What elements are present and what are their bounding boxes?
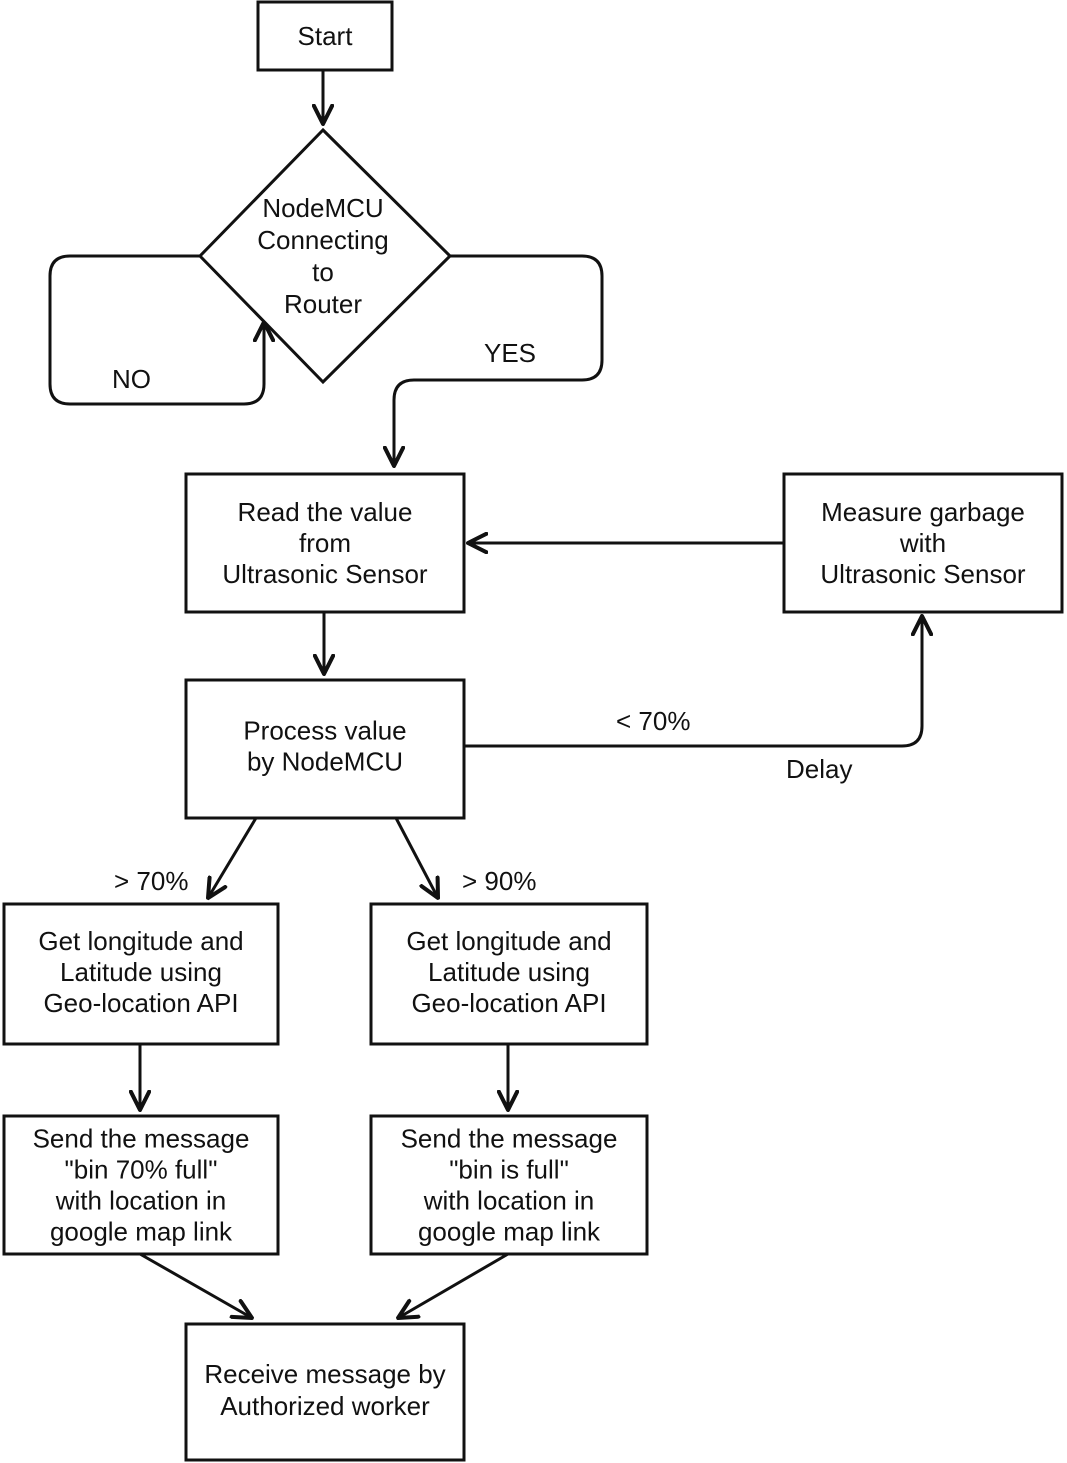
node-label-line: Send the message xyxy=(401,1124,618,1154)
node-label-line: from xyxy=(299,528,351,558)
label-more-70: > 70% xyxy=(114,866,188,896)
label-no: NO xyxy=(112,364,151,394)
node-label-line: "bin is full" xyxy=(449,1155,569,1185)
label-less-70: < 70% xyxy=(616,706,690,736)
edge-process-to-geo-left xyxy=(208,816,258,898)
node-label-line: with location in xyxy=(423,1186,595,1216)
node-label-line: with location in xyxy=(55,1186,227,1216)
message-left-label: Send the message"bin 70% full"with locat… xyxy=(33,1124,250,1247)
node-label-line: google map link xyxy=(418,1217,601,1247)
node-label-line: by NodeMCU xyxy=(247,747,403,777)
node-label-line: with xyxy=(899,528,946,558)
label-yes: YES xyxy=(484,338,536,368)
node-label-line: Send the message xyxy=(33,1124,250,1154)
node-label-line: Latitude using xyxy=(428,957,590,987)
node-label-line: Authorized worker xyxy=(220,1391,430,1421)
start-node: Start xyxy=(256,0,394,72)
label-delay: Delay xyxy=(786,754,852,784)
message-right-node: Send the message"bin is full"with locati… xyxy=(369,1114,649,1256)
connectors xyxy=(48,68,922,1318)
node-label-line: Ultrasonic Sensor xyxy=(820,559,1026,589)
edge-decision-no-loop xyxy=(48,254,264,406)
edge-msg-right-to-receive xyxy=(398,1252,510,1318)
node-label-line: Get longitude and xyxy=(38,926,243,956)
node-label-line: Connecting xyxy=(257,225,389,255)
edge-process-to-geo-right xyxy=(394,816,438,898)
node-label-line: Process value xyxy=(243,716,406,746)
node-label-line: google map link xyxy=(50,1217,233,1247)
node-label-line: Geo-location API xyxy=(43,988,238,1018)
node-label-line: "bin 70% full" xyxy=(65,1155,218,1185)
node-label-line: Start xyxy=(298,21,354,51)
node-label-line: Get longitude and xyxy=(406,926,611,956)
node-label-line: Ultrasonic Sensor xyxy=(222,559,428,589)
start-node-label: Start xyxy=(298,21,354,51)
node-label-line: NodeMCU xyxy=(262,193,383,223)
edge-decision-yes xyxy=(394,254,604,466)
message-left-node: Send the message"bin 70% full"with locat… xyxy=(2,1114,280,1256)
node-label-line: Router xyxy=(284,289,362,319)
message-right-label: Send the message"bin is full"with locati… xyxy=(401,1124,618,1247)
label-more-90: > 90% xyxy=(462,866,536,896)
node-label-line: Latitude using xyxy=(60,957,222,987)
edge-process-to-measure xyxy=(462,616,922,748)
node-label-line: to xyxy=(312,257,334,287)
edge-msg-left-to-receive xyxy=(138,1252,252,1318)
node-label-line: Measure garbage xyxy=(821,497,1025,527)
node-label-line: Read the value xyxy=(238,497,413,527)
node-label-line: Geo-location API xyxy=(411,988,606,1018)
node-label-line: Receive message by xyxy=(204,1359,445,1389)
